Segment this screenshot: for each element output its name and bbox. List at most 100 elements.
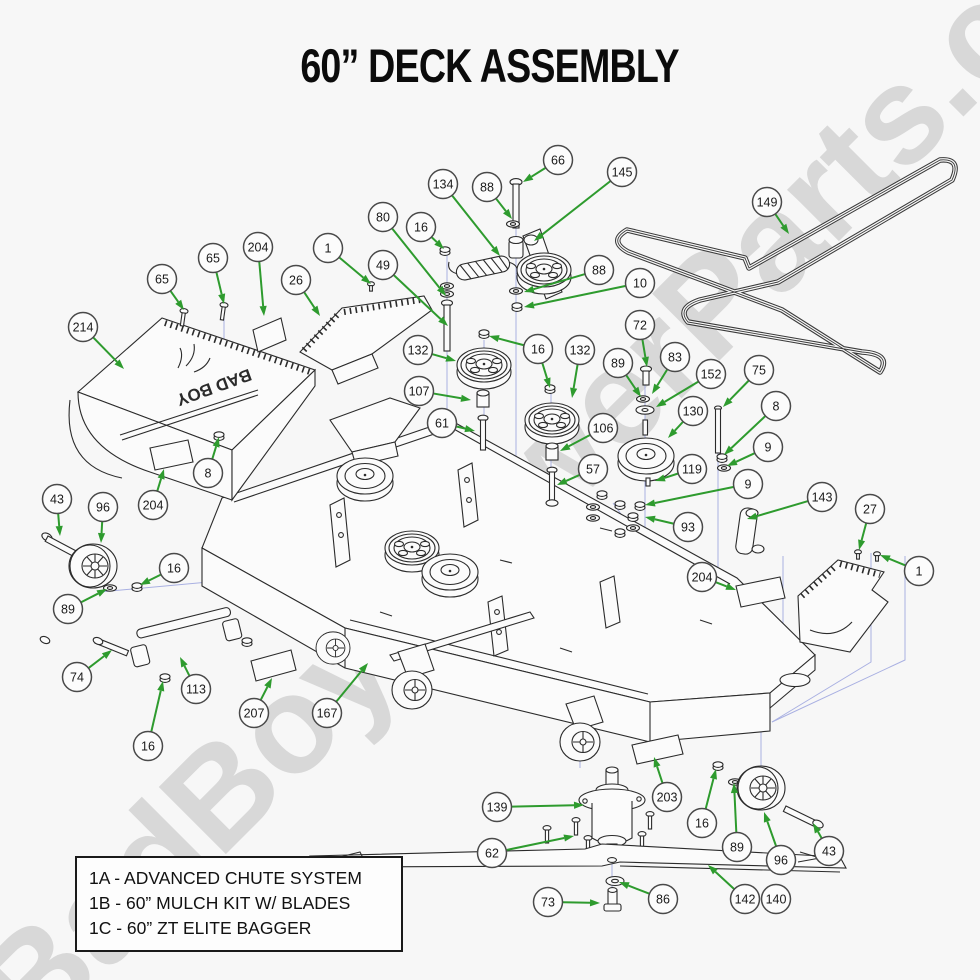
svg-text:88: 88 [592,263,606,277]
svg-text:204: 204 [692,570,713,584]
callout-89: 89 [52,589,107,625]
svg-text:73: 73 [541,895,555,909]
callout-75: 75 [723,354,775,407]
callout-142: 142 [708,865,761,915]
svg-text:43: 43 [50,492,64,506]
flat-idler-pulley-130 [617,437,675,482]
legend-item-1b: 1B - 60” MULCH KIT W/ BLADES [89,893,351,913]
svg-text:9: 9 [765,440,772,454]
svg-text:27: 27 [863,502,877,516]
svg-text:132: 132 [570,343,591,357]
svg-text:167: 167 [317,706,338,720]
callout-74: 74 [61,650,112,693]
svg-text:1: 1 [916,564,923,578]
callout-89: 89 [602,347,641,397]
svg-text:74: 74 [70,670,84,684]
callout-26: 26 [280,264,320,316]
svg-text:65: 65 [206,251,220,265]
svg-text:57: 57 [586,462,600,476]
callout-88: 88 [524,254,615,293]
svg-text:143: 143 [812,490,833,504]
callout-143: 143 [747,481,838,520]
callout-16: 16 [686,769,718,839]
fastener-stack-106-57 [544,384,559,507]
svg-text:72: 72 [633,318,647,332]
callout-72: 72 [624,309,656,367]
svg-text:16: 16 [167,561,181,575]
chute-bracket [299,295,433,385]
deck-pulley-mid2 [421,553,479,598]
callout-89: 89 [721,783,753,863]
legend-item-1c: 1C - 60” ZT ELITE BAGGER [89,918,312,938]
callout-96: 96 [87,491,119,543]
svg-text:145: 145 [612,165,633,179]
callout-204: 204 [686,561,736,593]
pulley-132-left [456,347,512,390]
idler-bolt-66 [505,178,524,312]
svg-text:88: 88 [480,180,494,194]
callout-43: 43 [813,823,845,867]
bolt-65a [217,301,229,321]
callout-8: 8 [192,437,224,489]
callout-167: 167 [311,663,368,729]
left-wheel-kit [41,532,143,592]
callout-204: 204 [242,231,274,316]
callout-152: 152 [656,358,727,407]
fastener-stack-107-61 [476,329,490,451]
svg-text:1: 1 [325,241,332,255]
svg-text:43: 43 [822,844,836,858]
svg-text:16: 16 [414,220,428,234]
svg-text:9: 9 [745,477,752,491]
drive-belt [615,157,958,375]
callout-119: 119 [655,453,708,485]
callout-132: 132 [402,334,456,366]
deflector-bracket [797,549,889,653]
svg-text:75: 75 [752,363,766,377]
callout-86: 86 [619,882,679,915]
callout-132: 132 [564,334,596,398]
lift-link [735,507,765,555]
svg-text:214: 214 [73,320,94,334]
svg-text:149: 149 [757,195,778,209]
legend-box: 1A - ADVANCED CHUTE SYSTEM 1B - 60” MULC… [75,856,403,952]
callout-10: 10 [524,267,656,309]
callout-8: 8 [724,390,792,455]
svg-text:96: 96 [96,500,110,514]
callout-106: 106 [560,412,619,451]
svg-text:140: 140 [766,892,787,906]
callout-145: 145 [534,156,638,241]
svg-text:89: 89 [61,602,75,616]
svg-text:16: 16 [141,739,155,753]
fastener-stack-72 [635,365,655,487]
svg-text:65: 65 [155,272,169,286]
callout-16: 16 [132,681,165,762]
callout-16: 16 [405,211,444,249]
svg-text:8: 8 [773,399,780,413]
svg-text:139: 139 [487,800,508,814]
idler-pulley-top [516,252,572,295]
deck-pulley-left [336,457,394,502]
page-title: 60” DECK ASSEMBLY [300,39,680,92]
svg-text:142: 142 [735,892,756,906]
callout-27: 27 [854,493,886,550]
decals [149,317,786,765]
svg-text:89: 89 [611,356,625,370]
callout-134: 134 [427,168,500,256]
callout-130: 130 [668,395,709,438]
callout-9: 9 [727,431,784,466]
callout-203: 203 [651,757,683,813]
callout-96: 96 [763,812,797,876]
svg-text:8: 8 [205,466,212,480]
callout-16: 16 [489,333,554,388]
svg-text:204: 204 [248,240,269,254]
blade-bolt-kit [603,875,625,912]
svg-text:203: 203 [657,790,678,804]
callout-9: 9 [645,468,764,507]
svg-text:130: 130 [683,404,704,418]
callout-204: 204 [137,469,169,521]
callout-140: 140 [760,883,792,915]
pulley-132-right [524,402,580,445]
svg-text:66: 66 [551,153,565,167]
